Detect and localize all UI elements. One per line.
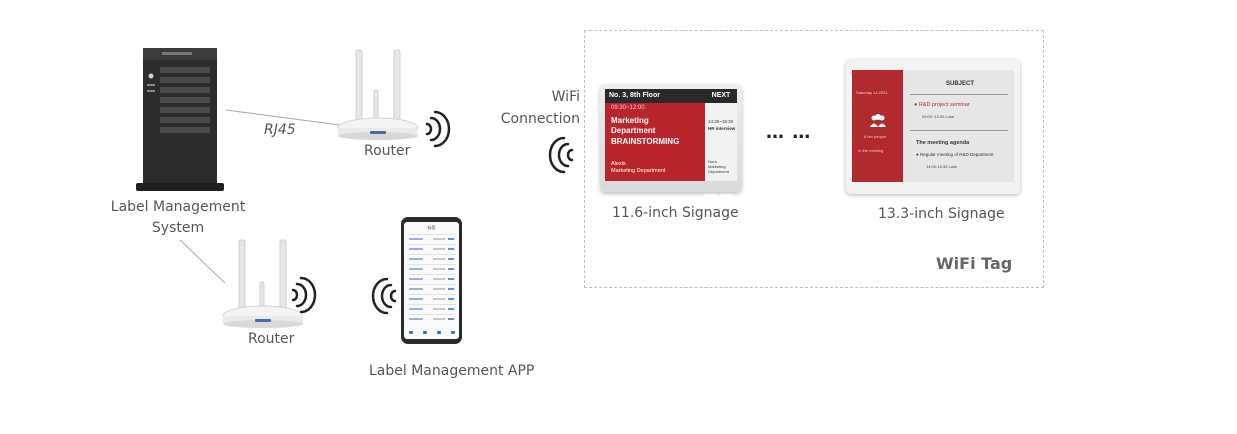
signage-133-status: In the meeting	[858, 148, 884, 153]
list-item	[407, 234, 456, 244]
signage-133-subject: SUBJECT	[946, 81, 975, 87]
signage-133-count: 8 ten people	[864, 134, 887, 139]
signage-116-header: No. 3, 8th Floor	[605, 89, 705, 103]
e-paper-signage-icon: No. 3, 8th Floor 09:30~12:00 Marketing D…	[600, 84, 742, 198]
signage-116-label: 11.6-inch Signage	[612, 205, 739, 221]
rj45-label: RJ45	[264, 122, 296, 138]
wifi-tag-group-title: WiFi Tag	[936, 254, 1013, 273]
e-paper-signage-icon: Saturday 14,2021 8 ten people In the mee…	[846, 60, 1020, 194]
signage-133-label: 13.3-inch Signage	[878, 206, 1005, 222]
signage-116-time: 09:30~12:00	[611, 105, 645, 111]
list-item	[407, 284, 456, 294]
signage-133-item1-text: R&D project seminar	[918, 102, 970, 108]
signage-116-current-panel: No. 3, 8th Floor 09:30~12:00 Marketing D…	[605, 89, 705, 181]
list-item	[407, 254, 456, 264]
rj45-link-line	[225, 109, 341, 126]
signage-133-agenda-title: The meeting agenda	[916, 140, 970, 146]
smartphone-icon: 标签	[401, 217, 462, 344]
signage-133-left-panel: Saturday 14,2021 8 ten people In the mee…	[852, 70, 903, 182]
signage-116-screen: No. 3, 8th Floor 09:30~12:00 Marketing D…	[605, 89, 737, 181]
router-top-label: Router	[364, 143, 411, 159]
list-item	[407, 294, 456, 304]
phone-screen-title: 标签	[427, 225, 436, 230]
wifi-signal-icon	[548, 136, 574, 174]
wifi-signal-icon	[291, 276, 317, 314]
signage-116-event: BRAINSTORMING	[611, 137, 680, 146]
signage-116-next-person: Nora Marketing Department	[708, 159, 729, 174]
server-label: Label Management System	[110, 199, 246, 236]
wifi-connection-label: WiFi Connection	[500, 89, 580, 127]
router-icon	[337, 49, 419, 140]
tower-server-icon	[136, 48, 224, 191]
signage-116-next-panel: NEXT 14:30~15:30 HR interview Nora Marke…	[705, 89, 737, 181]
signage-133-item1: ● R&D project seminar	[914, 102, 970, 108]
phone-tab-bar	[407, 329, 456, 336]
router-bottom-label: Router	[248, 331, 295, 347]
signage-133-date: Saturday 14,2021	[856, 90, 888, 95]
signage-116-buttons	[704, 183, 736, 198]
wifi-signal-icon	[425, 110, 451, 148]
list-item	[407, 304, 456, 314]
signage-116-department: Marketing Department	[611, 116, 656, 135]
signage-133-item2-time: 14:00-15:30 Luke	[926, 164, 958, 169]
phone-screen: 标签	[404, 222, 459, 339]
signage-116-next-time: 14:30~15:30	[708, 119, 734, 124]
list-item	[407, 314, 456, 324]
people-icon	[870, 114, 886, 127]
signage-133-item1-time: 09:00~12:00 Luke	[922, 114, 955, 119]
server-router-link-line	[179, 239, 226, 284]
signage-133-divider	[910, 94, 1008, 95]
signage-133-screen: Saturday 14,2021 8 ten people In the mee…	[852, 70, 1014, 182]
signage-116-next-label: NEXT	[705, 89, 737, 103]
signage-133-item2-text: Regular meeting of R&D Department	[919, 152, 994, 157]
wifi-tag-group-frame	[584, 30, 1044, 288]
app-label: Label Management APP	[369, 363, 535, 379]
signage-133-divider	[910, 130, 1008, 131]
wifi-signal-icon	[371, 277, 397, 315]
more-devices-ellipsis: … …	[766, 122, 812, 143]
router-icon	[222, 239, 304, 328]
signage-133-item2: ● Regular meeting of R&D Department	[916, 152, 994, 157]
signage-116-next-event: HR interview	[708, 126, 736, 131]
list-item	[407, 274, 456, 284]
list-item	[407, 264, 456, 274]
signage-116-person: Alexis Marketing Department	[611, 161, 666, 174]
list-item	[407, 244, 456, 254]
